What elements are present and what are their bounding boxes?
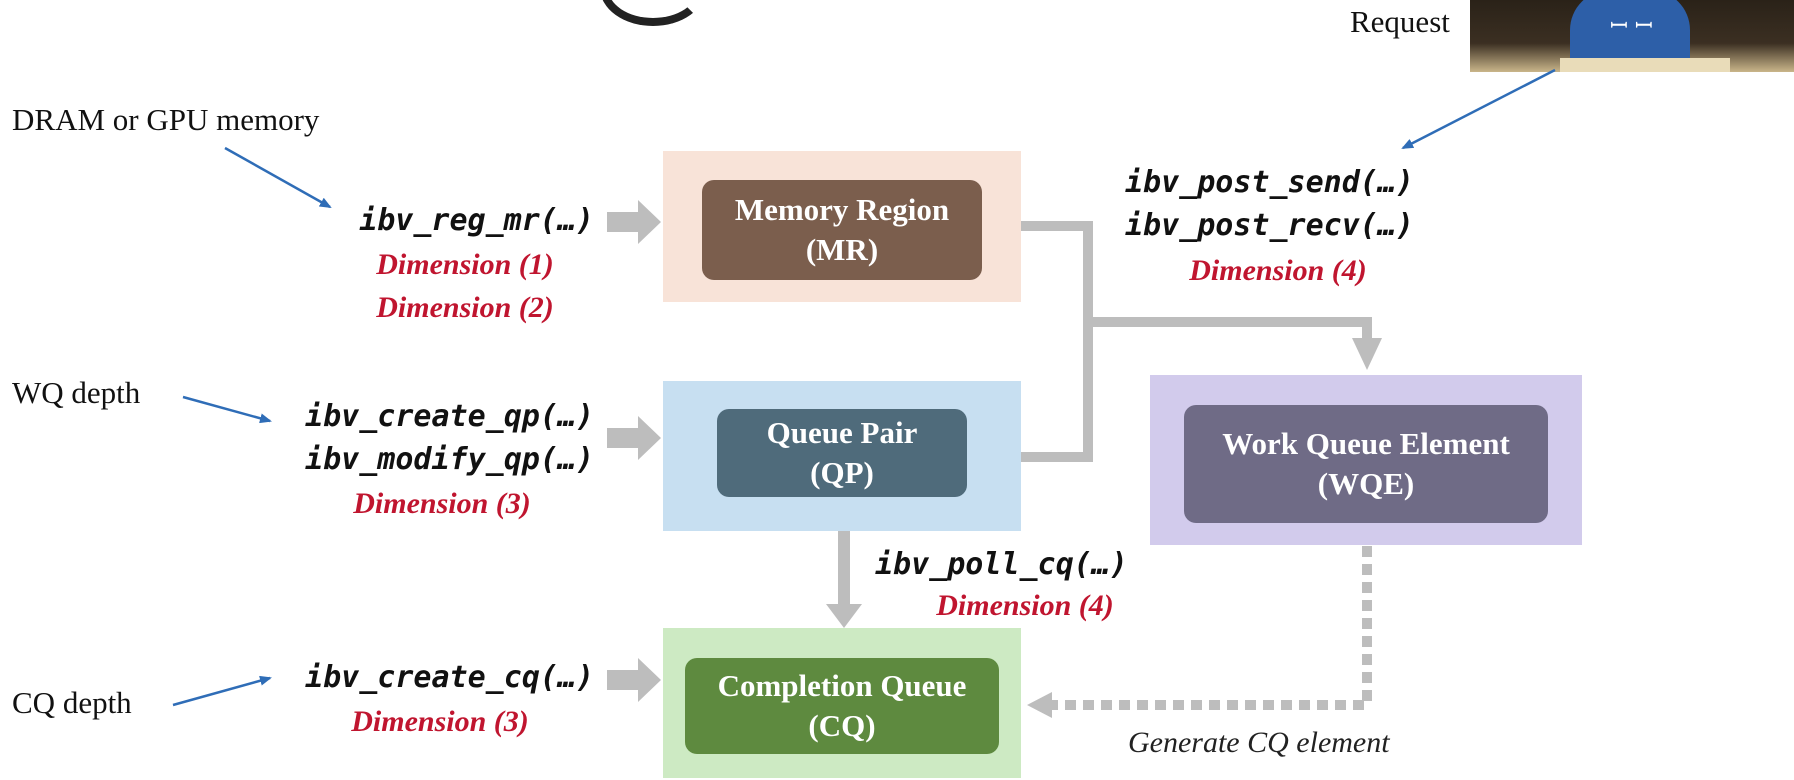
work-queue-element-inner: Work Queue Element (WQE) — [1184, 405, 1548, 523]
call-ibv-post-recv: ibv_post_recv(…) — [1125, 208, 1414, 243]
create-cq-arrow — [607, 658, 661, 702]
memory-region-box: Memory Region (MR) — [663, 151, 1021, 302]
dimension-post: Dimension (4) — [1189, 254, 1367, 287]
request-label: Request — [1350, 4, 1450, 39]
memory-region-abbr: (MR) — [805, 232, 879, 267]
wqe-to-cq-head — [1027, 692, 1052, 718]
create-qp-arrow — [607, 416, 661, 460]
dram-pointer-arrow — [224, 146, 332, 209]
call-ibv-create-cq: ibv_create_cq(…) — [305, 660, 594, 695]
queue-pair-abbr: (QP) — [810, 455, 874, 490]
call-ibv-create-qp: ibv_create_qp(…) — [305, 399, 594, 434]
wqe-arrow-head — [1352, 338, 1382, 370]
gray-input-arrows — [607, 200, 661, 702]
qp-to-cq-head — [826, 604, 862, 628]
memory-region-title: Memory Region — [734, 192, 950, 227]
dimension-mr-2: Dimension (2) — [376, 291, 554, 324]
completion-queue-inner: Completion Queue (CQ) — [685, 658, 999, 754]
completion-queue-abbr: (CQ) — [808, 708, 876, 743]
speaker-video-thumbnail[interactable]: ꟷ ꟷ — [1470, 0, 1794, 72]
dimension-mr-1: Dimension (1) — [376, 248, 554, 281]
call-ibv-modify-qp: ibv_modify_qp(…) — [305, 442, 594, 477]
queue-pair-title: Queue Pair — [766, 415, 918, 450]
wqe-to-cq-dotted-connector — [1050, 546, 1372, 710]
dimension-poll: Dimension (4) — [936, 589, 1114, 622]
cq-depth-pointer-arrow — [172, 675, 272, 707]
memory-region-inner: Memory Region (MR) — [702, 180, 982, 280]
call-ibv-reg-mr: ibv_reg_mr(…) — [359, 203, 594, 238]
reg-mr-arrow — [607, 200, 661, 244]
dimension-cq: Dimension (3) — [351, 705, 529, 738]
dimension-qp: Dimension (3) — [353, 487, 531, 520]
shirt-logo-icon: ꟷ ꟷ — [1610, 14, 1653, 39]
podium — [1560, 58, 1730, 72]
mr-qp-to-wqe-connector — [1020, 221, 1372, 462]
wq-depth-pointer-arrow — [182, 395, 272, 424]
request-pointer-arrow — [1401, 68, 1556, 150]
generate-cq-element-note: Generate CQ element — [1128, 726, 1390, 759]
work-queue-element-box: Work Queue Element (WQE) — [1150, 375, 1582, 545]
input-cq-depth-label: CQ depth — [12, 685, 132, 720]
call-ibv-poll-cq: ibv_poll_cq(…) — [875, 547, 1128, 582]
call-ibv-post-send: ibv_post_send(…) — [1125, 165, 1414, 200]
queue-pair-inner: Queue Pair (QP) — [717, 409, 967, 497]
completion-queue-box: Completion Queue (CQ) — [663, 628, 1021, 778]
completion-queue-title: Completion Queue — [717, 668, 967, 703]
input-wq-depth-label: WQ depth — [12, 375, 141, 410]
input-dram-label: DRAM or GPU memory — [12, 102, 320, 137]
work-queue-element-abbr: (WQE) — [1317, 466, 1415, 501]
qp-to-cq-shaft — [838, 530, 850, 606]
queue-pair-box: Queue Pair (QP) — [663, 381, 1021, 531]
work-queue-element-title: Work Queue Element — [1222, 426, 1510, 461]
